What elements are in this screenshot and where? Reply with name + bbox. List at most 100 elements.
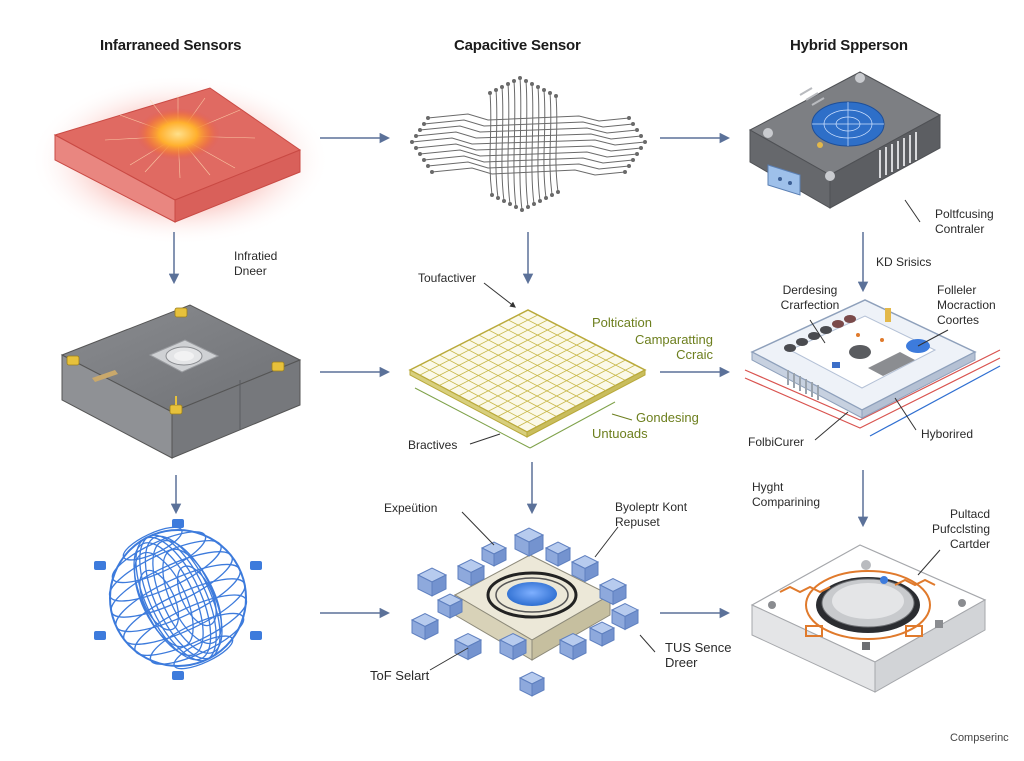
module-cube [410, 612, 440, 641]
flow-arrows [168, 132, 869, 619]
trace-pad [554, 94, 558, 98]
trace-line [419, 149, 638, 158]
connector-plug [94, 631, 106, 640]
sphere-parallel [134, 594, 248, 657]
trace-pad [500, 85, 504, 89]
sphere-parallel [149, 612, 245, 665]
trace-pad [488, 91, 492, 95]
label-hyght-comparing: Hyght Comparining [752, 480, 821, 509]
wireframe-sphere [94, 519, 262, 680]
label-touch-active: Toufactiver [418, 271, 477, 285]
sphere-parallel [123, 578, 246, 645]
trace-pad [520, 208, 524, 212]
module-cube [598, 577, 628, 606]
hub-lens [507, 582, 557, 606]
sphere-meridian [139, 534, 217, 662]
trace-line [415, 143, 642, 152]
trace-line [415, 131, 642, 140]
trace-line [419, 125, 638, 134]
trace-pad [514, 205, 518, 209]
infrared-detector-block [60, 304, 302, 459]
trace-pad [542, 88, 546, 92]
label-tus-sence: TUS Sence Dreer [665, 640, 732, 670]
sphere-meridian [176, 565, 217, 627]
connector-plug [94, 561, 106, 570]
trace-pad [430, 170, 434, 174]
module-cube [436, 593, 464, 619]
module-cube [456, 558, 486, 587]
sphere-meridian [144, 535, 221, 660]
trace-pad [639, 134, 643, 138]
label-comparing-circle: Camparatting Ccraic [634, 332, 713, 362]
capacitive-grid-plate [408, 309, 647, 449]
module-cube [518, 671, 546, 697]
column-title-infrared: Infarraneed Sensors [100, 37, 242, 54]
module-cube [513, 527, 545, 557]
trace-pad [410, 140, 414, 144]
capacitive-trace-array [410, 76, 647, 212]
trace-line [537, 86, 541, 202]
label-infrared-detector: Infratied Dneer [234, 249, 278, 278]
connector-plug [250, 561, 262, 570]
label-bractives: Bractives [408, 438, 458, 452]
trace-pad [518, 76, 522, 80]
label-hyborired: Hyborired [921, 427, 974, 441]
hub-ring [495, 577, 569, 613]
trace-pad [418, 152, 422, 156]
label-foller-moderation: Folleler Mocraction Coortes [937, 283, 996, 327]
trace-pad [536, 85, 540, 89]
module-cube [558, 632, 588, 661]
label-fold-curer: FolbiCurer [748, 435, 805, 449]
trace-pad [627, 116, 631, 120]
sphere-meridian [152, 539, 223, 654]
label-pulsed-cartder: Pultacd Pufcclsting Cartder [931, 507, 990, 551]
infrared-sensor-plate [30, 75, 330, 245]
label-kd-basics: KD Srisics [876, 255, 932, 269]
trace-pad [490, 193, 494, 197]
sphere-meridian [162, 548, 223, 645]
trace-pad [426, 164, 430, 168]
trace-pad [506, 82, 510, 86]
connector-plug [250, 631, 262, 640]
trace-line [423, 155, 634, 164]
trace-pad [550, 193, 554, 197]
hub-side [531, 594, 611, 661]
heat-glow [136, 108, 220, 160]
trace-pad [631, 158, 635, 162]
trace-pad [426, 116, 430, 120]
trace-line [501, 86, 505, 202]
label-expedition: Expeütion [384, 501, 438, 515]
trace-line [431, 167, 626, 176]
trace-line [489, 92, 493, 196]
trace-line [543, 89, 547, 199]
module-cube [544, 541, 572, 567]
label-condensing: Gondesing [636, 410, 699, 425]
module-cube [570, 554, 600, 583]
trace-line [549, 92, 553, 196]
trace-line [427, 113, 630, 122]
trace-pad [524, 79, 528, 83]
trace-pad [508, 202, 512, 206]
hybrid-processor-module [748, 71, 942, 209]
trace-line [411, 137, 646, 146]
module-cube [416, 567, 448, 597]
sphere-outline [109, 529, 247, 667]
trace-pad [418, 128, 422, 132]
label-dendensing-cranfection: Derdesing Crarfection [780, 283, 840, 312]
trace-line [519, 77, 523, 211]
trace-pad [544, 196, 548, 200]
leader-lines [429, 199, 949, 671]
trace-line [525, 80, 529, 208]
trace-pad [548, 91, 552, 95]
label-polarization: Poltication [592, 315, 652, 330]
trace-pad [526, 205, 530, 209]
label-untreads: Untuoads [592, 426, 648, 441]
module-cube [480, 541, 508, 567]
pulsed-controller-plate [750, 544, 987, 693]
trace-pad [422, 158, 426, 162]
trace-pad [643, 140, 647, 144]
trace-line [495, 89, 499, 199]
column-title-capacitive: Capacitive Sensor [454, 37, 581, 54]
modular-tof-assembly [410, 527, 640, 697]
trace-line [507, 83, 511, 205]
